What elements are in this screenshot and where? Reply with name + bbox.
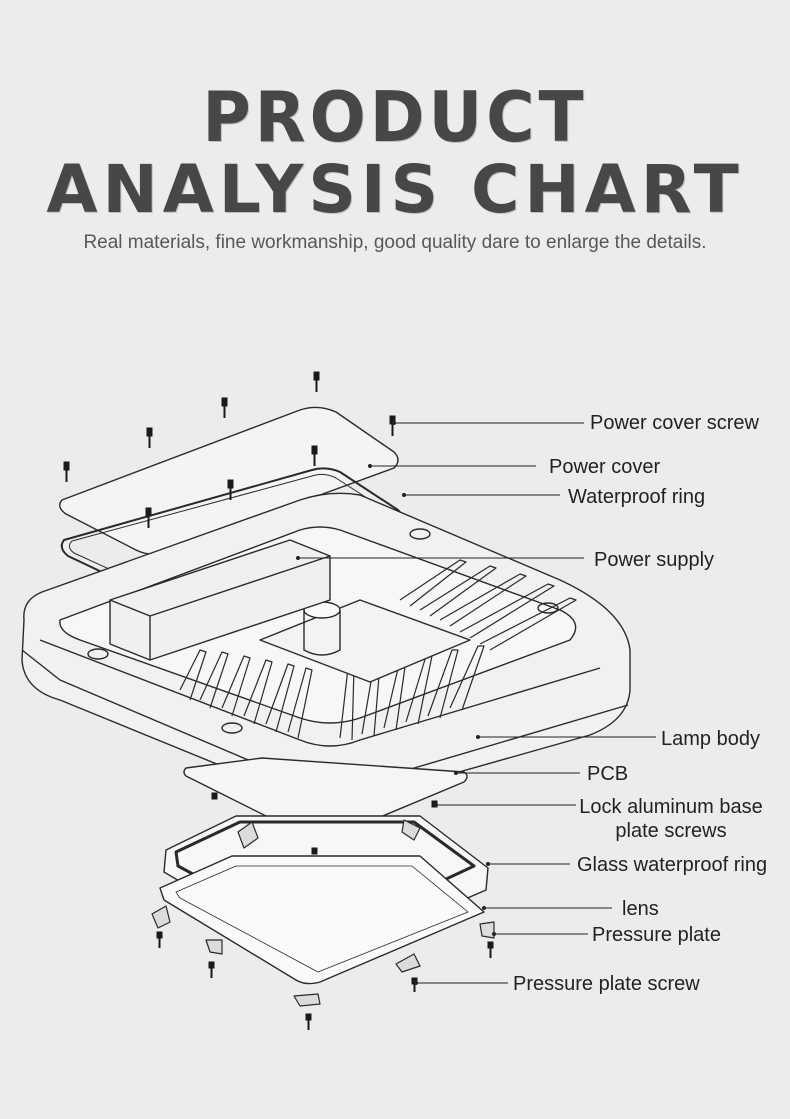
label-lens: lens [622,898,659,920]
screw-icon [211,792,218,800]
screw-icon [311,445,318,466]
label-pcb: PCB [587,763,629,785]
label-glass-waterproof-ring: Glass waterproof ring [577,854,768,876]
page-title-line-1: PRODUCT [202,77,588,158]
screw-icon [63,461,70,482]
screw-icon [145,507,152,528]
lens-drawing [159,855,485,985]
screw-icon [305,1013,312,1030]
label-pressure-plate-screw: Pressure plate screw [513,973,700,995]
screw-icon [146,427,153,448]
page-title-line-2: ANALYSIS CHART [46,151,744,228]
label-waterproof-ring: Waterproof ring [568,486,706,508]
screw-icon [221,397,228,418]
label-lamp-body: Lamp body [661,728,760,750]
screw-icon [156,931,163,948]
label-lock-aluminum-line-2: plate screws [615,820,727,842]
screw-icon [389,415,396,436]
screw-icon [311,847,318,855]
screw-icon [208,961,215,978]
screw-icon [411,977,418,992]
label-lock-aluminum-line-1: Lock aluminum base [579,796,763,818]
page-subtitle: Real materials, fine workmanship, good q… [83,232,707,253]
label-power-cover-screw: Power cover screw [590,412,759,434]
label-power-cover: Power cover [549,456,661,478]
screw-icon [487,941,494,958]
label-pressure-plate: Pressure plate [592,924,721,946]
screw-icon [313,371,320,392]
label-power-supply: Power supply [594,549,715,571]
label-lock-aluminum-base-plate-screws: Lock aluminum base plate screws [578,795,764,843]
power-supply-drawing [109,539,331,661]
screw-icon [227,479,234,500]
